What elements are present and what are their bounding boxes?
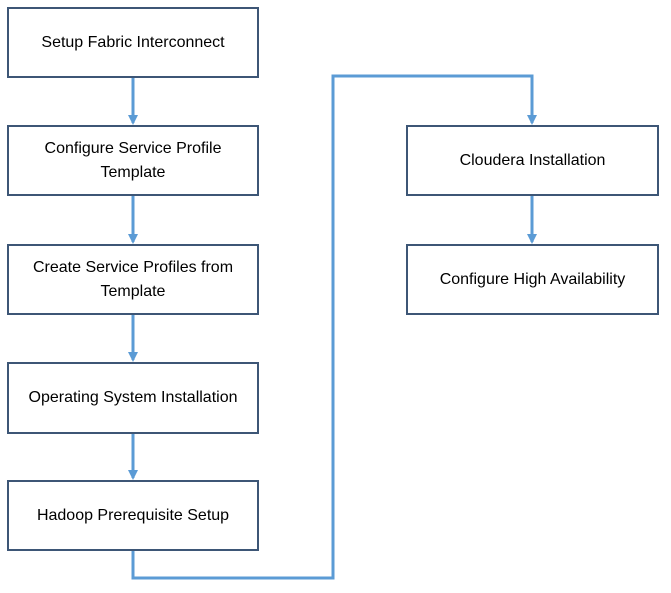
step-setup-fabric-interconnect: Setup Fabric Interconnect [7,7,259,78]
step-label: Setup Fabric Interconnect [41,33,225,51]
step-configure-service-profile-template: Configure Service Profile Template [7,125,259,196]
step-create-service-profiles: Create Service Profiles from Template [7,244,259,315]
step-label: Configure High Availability [439,270,626,288]
step-cloudera-installation: Cloudera Installation [406,125,659,196]
connector-step5-to-step6 [131,74,537,580]
step-label: Cloudera Installation [459,151,606,169]
step-configure-high-availability: Configure High Availability [406,244,659,315]
step-label: Configure Service Profile Template [44,139,222,181]
step-label: Create Service Profiles from Template [32,258,234,300]
step-label: Hadoop Prerequisite Setup [36,506,230,524]
step-hadoop-prerequisite-setup: Hadoop Prerequisite Setup [7,480,259,551]
step-label: Operating System Installation [28,389,238,406]
step-operating-system-installation: Operating System Installation [7,362,259,434]
